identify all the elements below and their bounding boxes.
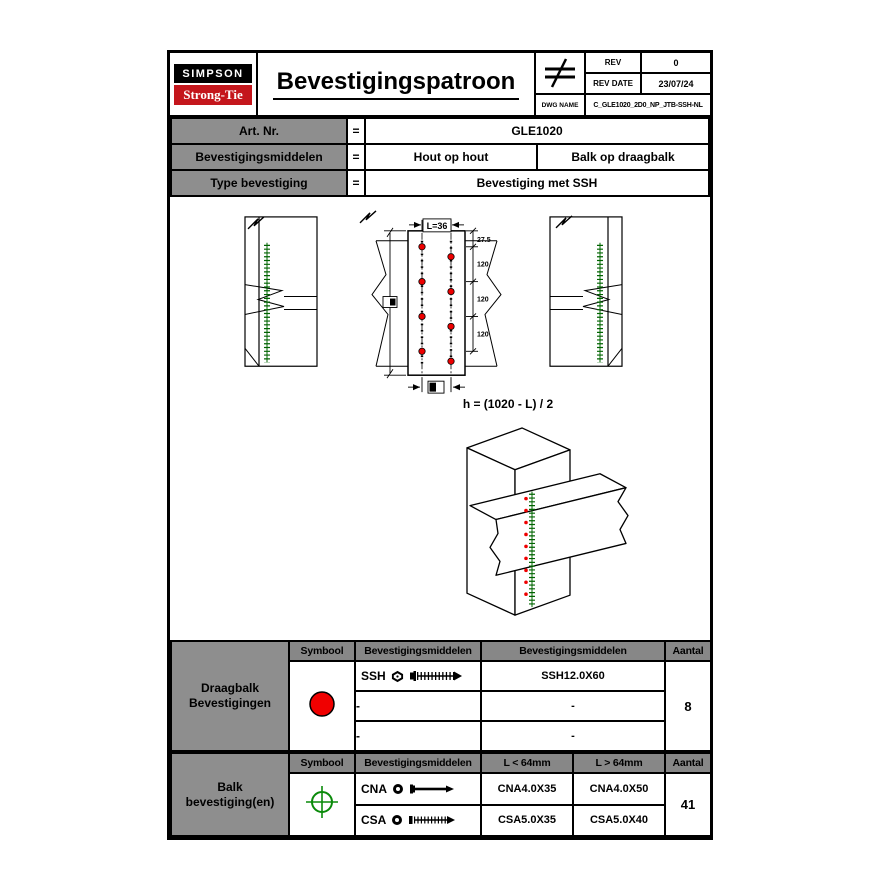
sheet-title: Bevestigingspatroon (272, 68, 520, 100)
ssh-symbol-cell (288, 660, 356, 752)
simpson-strongtie-logo: SIMPSON Strong-Tie (170, 53, 258, 115)
header-symbool: Symbool (288, 751, 356, 775)
left-side-view (244, 216, 318, 367)
nail-icon (410, 784, 454, 794)
fastener-label: CNA (361, 781, 387, 796)
rev-value: 0 (642, 53, 710, 74)
header-middelen: Bevestigingsmiddelen (354, 751, 482, 775)
spec-long: CNA4.0X50 (572, 772, 666, 806)
rev-label: REV (586, 53, 642, 74)
break-symbol-icon (247, 216, 265, 230)
dim-label-120-3: 120 (477, 331, 489, 338)
equals-sign: = (346, 143, 366, 171)
dwg-name-label: DWG NAME (536, 95, 586, 115)
dim-label-120-1: 120 (477, 262, 489, 269)
rev-date-label: REV DATE (586, 74, 642, 95)
fastener-name-csa: CSA (357, 813, 479, 828)
revision-block: REV 0 REV DATE 23/07/24 DWG NAME C_GLE10… (534, 53, 710, 115)
draagbalk-header-row: Draagbalk Bevestigingen Symbool Bevestig… (170, 640, 712, 752)
iso-view (466, 427, 629, 616)
rev-date-value: 23/07/24 (642, 74, 710, 95)
front-view (359, 210, 502, 376)
header-aantal: Aantal (664, 751, 712, 775)
screw-icon (409, 816, 456, 825)
header-symbool: Symbool (288, 640, 356, 662)
break-symbol-icon (359, 210, 377, 224)
info-table: Art. Nr. = GLE1020 Bevestigingsmiddelen … (170, 117, 710, 197)
header-l-short: L < 64mm (480, 751, 574, 775)
dim-label-120-2: 120 (477, 297, 489, 304)
dim-label-offset: 27.5 (477, 237, 491, 244)
fastener-name-cna: CNA (357, 781, 479, 796)
fastener-spec: SSH12.0X60 (480, 660, 666, 692)
spec-long: CSA5.0X40 (572, 803, 666, 838)
equals-sign: = (346, 169, 366, 197)
fastener-spec-empty: - (480, 720, 666, 752)
balk-header-row: Balk bevestiging(en) Symbool Bevestiging… (170, 751, 712, 837)
logo-simpson-text: SIMPSON (174, 63, 252, 83)
title-block: SIMPSON Strong-Tie Bevestigingspatroon R… (170, 53, 710, 117)
red-circle-icon (309, 690, 335, 717)
hex-head-icon (391, 670, 403, 682)
sheet-title-cell: Bevestigingspatroon (258, 53, 534, 115)
info-row-art: Art. Nr. = GLE1020 (170, 117, 710, 145)
type-bevestiging-label: Type bevestiging (170, 169, 348, 197)
fastener-label: SSH (361, 669, 386, 683)
drawing-sheet-frame: SIMPSON Strong-Tie Bevestigingspatroon R… (167, 50, 713, 840)
ssh-fastener-markers (418, 243, 455, 365)
dim-label-L: L=36 (427, 221, 448, 231)
header-l-long: L > 64mm (572, 751, 666, 775)
header-aantal: Aantal (664, 640, 712, 662)
round-head-icon (393, 783, 403, 794)
draagbalk-table-label: Draagbalk Bevestigingen (170, 640, 290, 752)
crosshair-icon (306, 786, 338, 819)
type-bevestiging-value: Bevestiging met SSH (364, 169, 710, 197)
art-nr-label: Art. Nr. (170, 117, 348, 145)
spec-short: CSA5.0X35 (480, 803, 574, 838)
dimension-labels: L=36 27.5 120 120 120 h = (1020 - L) / 2 (427, 221, 554, 411)
right-side-view (549, 215, 623, 367)
screw-icon (409, 671, 462, 681)
dimension-lines (382, 218, 478, 394)
info-row-type: Type bevestiging = Bevestiging met SSH (170, 169, 710, 197)
balk-table: Balk bevestiging(en) Symbool Bevestiging… (170, 751, 712, 838)
not-equal-icon (545, 58, 575, 88)
drawing-area: L=36 27.5 120 120 120 h = (1020 - L) / 2 (170, 197, 710, 640)
dwg-name-value: C_GLE1020_2D0_NP_JTB-SSH-NL (593, 101, 703, 109)
middelen-value-1: Hout op hout (364, 143, 538, 171)
logo-strongtie-text: Strong-Tie (174, 84, 252, 105)
table-row: CSA CSA5.0X35 CSA5.0X40 (171, 803, 711, 838)
balk-aantal-value: 41 (664, 772, 712, 837)
technical-drawing: L=36 27.5 120 120 120 h = (1020 - L) / 2 (244, 210, 629, 616)
height-formula: h = (1020 - L) / 2 (463, 397, 554, 411)
art-nr-value: GLE1020 (364, 117, 710, 145)
info-row-middelen: Bevestigingsmiddelen = Hout op hout Balk… (170, 143, 710, 171)
break-symbol-icon (555, 215, 573, 229)
middelen-value-2: Balk op draagbalk (536, 143, 710, 171)
table-row: CNA CNA4.0X35 CNA4.0X50 41 (171, 772, 712, 837)
table-row: - - (171, 690, 711, 722)
table-row: - - (171, 720, 711, 752)
table-row: SSH SSH12.0X60 8 (171, 660, 712, 752)
header-middelen: Bevestigingsmiddelen (354, 640, 482, 662)
header-middelen-2: Bevestigingsmiddelen (480, 640, 666, 662)
round-head-icon (392, 815, 403, 826)
fastener-spec-empty: - (480, 690, 666, 722)
equals-sign: = (346, 117, 366, 145)
balk-table-label: Balk bevestiging(en) (170, 752, 290, 837)
fastener-name-empty: - (354, 720, 482, 752)
draagbalk-table: Draagbalk Bevestigingen Symbool Bevestig… (170, 640, 712, 752)
fastener-label: CSA (361, 813, 387, 828)
bevestigingsmiddelen-label: Bevestigingsmiddelen (170, 143, 348, 171)
fastener-name-ssh: SSH (357, 669, 479, 683)
balk-symbol-cell (288, 772, 356, 837)
fastener-name-empty: - (354, 690, 482, 722)
draagbalk-aantal-value: 8 (664, 660, 712, 752)
spec-short: CNA4.0X35 (480, 772, 574, 806)
projection-symbol-cell (536, 53, 586, 95)
iso-fastener-dots (524, 496, 528, 596)
